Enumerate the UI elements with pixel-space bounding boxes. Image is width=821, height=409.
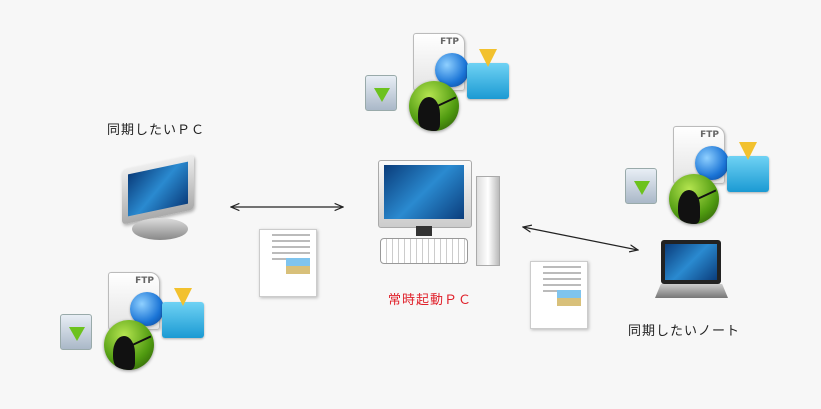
- document-icon: [259, 229, 317, 297]
- kiwi-bird-icon: [104, 320, 154, 370]
- sync-note-label: 同期したいノート: [628, 324, 741, 339]
- ftp-sync-tools-cluster-left: FTP: [60, 272, 210, 377]
- ftp-sync-tools-cluster-right: FTP: [625, 126, 775, 231]
- download-folder-icon: [60, 314, 92, 350]
- laptop-icon: [655, 240, 730, 304]
- desktop-monitor-icon: [118, 152, 198, 247]
- download-folder-icon: [625, 168, 657, 204]
- download-box-icon: [727, 142, 769, 192]
- download-box-icon: [162, 288, 204, 338]
- server-pc-label: 常時起動ＰＣ: [388, 293, 473, 308]
- arrow-server-note: [523, 227, 638, 250]
- server-pc-icon: [378, 158, 503, 268]
- download-folder-icon: [365, 75, 397, 111]
- kiwi-bird-icon: [409, 81, 459, 131]
- document-icon: [530, 261, 588, 329]
- ftp-sync-tools-cluster-top: FTP: [365, 33, 515, 138]
- download-box-icon: [467, 49, 509, 99]
- kiwi-bird-icon: [669, 174, 719, 224]
- sync-pc-label: 同期したいＰＣ: [107, 123, 206, 138]
